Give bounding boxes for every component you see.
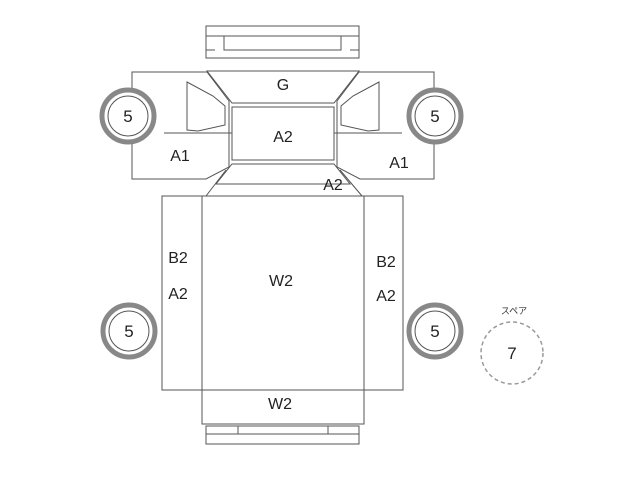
tire-front-right-value: 5 xyxy=(430,107,439,126)
side-right-lower-label: A2 xyxy=(376,288,396,305)
spare-tire[interactable]: 7 スペア xyxy=(480,306,544,385)
roof-label: W2 xyxy=(269,273,293,290)
tire-rear-left[interactable]: 5 xyxy=(100,302,158,360)
roof-front-label: A2 xyxy=(323,177,343,194)
tire-rear-right-value: 5 xyxy=(430,322,439,341)
spare-caption: スペア xyxy=(501,306,527,316)
tire-front-left[interactable]: 5 xyxy=(99,87,157,145)
side-left-lower-label: A2 xyxy=(168,286,188,303)
tire-front-left-value: 5 xyxy=(123,107,132,126)
tire-rear-right[interactable]: 5 xyxy=(406,302,464,360)
grille-label: G xyxy=(277,77,289,94)
side-right-upper-label: B2 xyxy=(376,254,396,271)
tire-front-right[interactable]: 5 xyxy=(406,87,464,145)
front-bumper xyxy=(205,25,360,59)
rear-bumper xyxy=(205,425,360,445)
rear-panel[interactable] xyxy=(201,389,365,425)
roof-panel[interactable] xyxy=(201,195,365,391)
roof-front-panel[interactable] xyxy=(214,163,352,185)
tire-rear-left-value: 5 xyxy=(124,322,133,341)
right-side-panel[interactable] xyxy=(363,195,404,391)
side-left-upper-label: B2 xyxy=(168,250,188,267)
grille-panel[interactable] xyxy=(205,70,361,104)
fender-left-label: A1 xyxy=(170,148,190,165)
fender-right-label: A1 xyxy=(389,155,409,172)
spare-tire-value: 7 xyxy=(507,344,516,363)
rear-panel-label: W2 xyxy=(268,396,292,413)
hood-panel[interactable] xyxy=(231,106,335,161)
hood-label: A2 xyxy=(273,129,293,146)
